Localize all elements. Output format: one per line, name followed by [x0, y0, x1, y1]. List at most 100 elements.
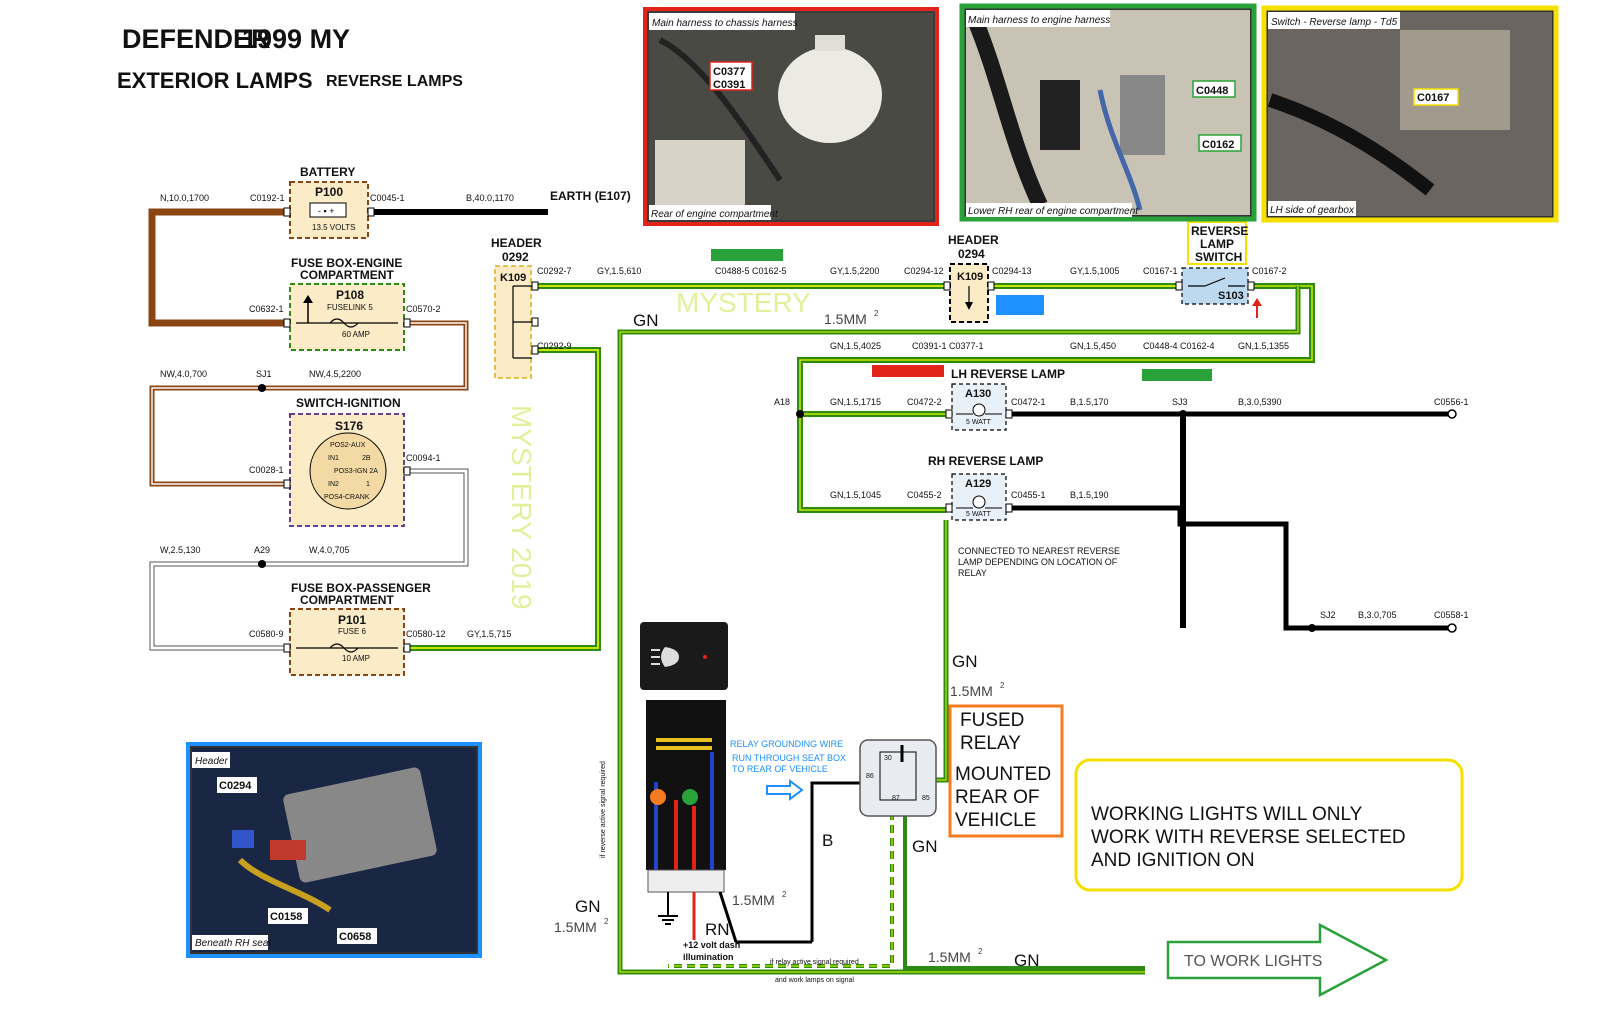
fuse-pass-rating: 10 AMP: [342, 654, 370, 663]
lbl-c0570: C0570-2: [406, 304, 441, 314]
relay-ground-note: RELAY GROUNDING WIRE RUN THROUGH SEAT BO…: [730, 739, 846, 801]
yellow-caption-bottom: LH side of gearbox: [1270, 205, 1355, 216]
relay-pin-86: 86: [866, 773, 874, 780]
gn-label-relay-out: GN: [912, 837, 938, 856]
lbl-c0448: C0448-4 C0162-4: [1143, 341, 1215, 351]
battery-id: P100: [315, 185, 343, 199]
lh-lamp-rating: 5 WATT: [966, 419, 992, 426]
header-0292: HEADER 0292 K109: [491, 236, 542, 379]
gauge-annotations: GN 1.5MM 2 GN 1.5MM 2 GN B 1.5MM 2 GN 1.…: [554, 309, 1040, 970]
tag-c0294: C0294: [219, 780, 252, 792]
lh-lamp-id: A130: [965, 388, 991, 400]
relay-ground-1: RELAY GROUNDING WIRE: [730, 739, 843, 749]
splice-sj3: [1179, 410, 1187, 418]
lbl-c0558: C0558-1: [1434, 610, 1469, 620]
if-relay-note-1: if relay active signal required: [770, 959, 859, 966]
fuse-pass-label1: FUSE BOX-PASSENGER: [291, 581, 431, 595]
ground-wires: [736, 411, 1452, 944]
lh-reverse-lamp: LH REVERSE LAMP A130 5 WATT: [945, 367, 1065, 431]
rev-switch-line1: REVERSE: [1191, 224, 1248, 238]
red-caption-bottom: Rear of engine compartment: [651, 209, 779, 220]
working-note-2: WORK WITH REVERSE SELECTED: [1091, 827, 1406, 848]
coolant-tank-illustration: [778, 47, 882, 143]
fused-relay-3: MOUNTED: [955, 764, 1051, 785]
fuse-pass-type: FUSE 6: [338, 627, 367, 636]
mm-label-b: 1.5MM: [732, 892, 775, 908]
to-work-lights-arrow: TO WORK LIGHTS: [1166, 922, 1389, 998]
blue-caption-bottom: Beneath RH seat: [195, 938, 272, 949]
ign-2b: 2B: [362, 455, 371, 462]
headlight-icon: [651, 647, 679, 667]
fuse-engine-rating: 60 AMP: [342, 330, 370, 339]
rh-lamp-id: A129: [965, 478, 991, 490]
splice-a18: [796, 410, 804, 418]
mm-label-left: 1.5MM: [554, 919, 597, 935]
header-mid-num: 0294: [958, 247, 985, 261]
battery: BATTERY P100 - ▪ + 13.5 VOLTS: [283, 165, 375, 239]
fuse-box-passenger: FUSE BOX-PASSENGER COMPARTMENT P101 FUSE…: [283, 581, 431, 676]
ignition-id: S176: [335, 419, 363, 433]
lbl-c0455-1: C0455-1: [1011, 490, 1046, 500]
splice-dots: [258, 384, 1457, 633]
lbl-b-705: B,3.0,705: [1358, 610, 1397, 620]
fuse-box-engine: FUSE BOX-ENGINE COMPARTMENT P108 FUSELIN…: [283, 256, 411, 351]
mm-sup-relay: 2: [1000, 681, 1005, 690]
relay-ground-3: TO REAR OF VEHICLE: [732, 764, 828, 774]
rev-switch-id: S103: [1218, 290, 1244, 302]
lbl-sj1: SJ1: [256, 369, 272, 379]
rh-lamp-rating: 5 WATT: [966, 511, 992, 518]
lbl-b-190: B,1.5,190: [1070, 490, 1109, 500]
white-wire-w: [149, 468, 469, 651]
ign-1: 1: [366, 481, 370, 488]
green-marker: [711, 249, 783, 261]
header-mid-id: K109: [957, 271, 983, 283]
blue-arrow-icon: [766, 779, 804, 801]
fuse-engine-label2: COMPARTMENT: [300, 268, 394, 282]
if-relay-note-2: and work lamps on signal: [775, 977, 854, 984]
relay-ground-2: RUN THROUGH SEAT BOX: [732, 753, 846, 763]
relay-pin-87: 87: [892, 795, 900, 802]
tag-c0377: C0377: [713, 66, 745, 78]
connected-note: CONNECTED TO NEAREST REVERSE LAMP DEPEND…: [958, 546, 1120, 578]
tag-c0448: C0448: [1196, 85, 1228, 97]
fused-relay-5: VEHICLE: [955, 810, 1036, 831]
header-left-label: HEADER: [491, 236, 542, 250]
photo-yellow: Switch - Reverse lamp - Td5 C0167 LH sid…: [1261, 5, 1559, 223]
battery-rating: 13.5 VOLTS: [312, 223, 355, 232]
splice-sj1: [258, 384, 266, 392]
title-year: 1999 MY: [242, 24, 350, 54]
lbl-n-10: N,10.0,1700: [160, 193, 209, 203]
gn-label-bottom: GN: [1014, 951, 1040, 970]
mm-sup-left: 2: [604, 917, 609, 926]
connected-note-1: CONNECTED TO NEAREST REVERSE: [958, 546, 1120, 556]
blue-caption-top: Header: [195, 756, 228, 767]
photo-blue: Header C0294 C0158 C0658 Beneath RH seat: [186, 742, 482, 958]
watermark-horizontal: MYSTERY: [676, 287, 811, 318]
relay-pin-30: 30: [884, 755, 892, 762]
photo-red: Main harness to chassis harness C0377 C0…: [643, 7, 939, 226]
green-led-icon: [682, 789, 698, 805]
lbl-c0580-9: C0580-9: [249, 629, 284, 639]
lbl-gn-1715: GN,1.5,1715: [830, 397, 881, 407]
lbl-gn-1355: GN,1.5,1355: [1238, 341, 1289, 351]
brown-wire-n: [148, 208, 288, 327]
lbl-c0556: C0556-1: [1434, 397, 1469, 407]
fused-relay-2: RELAY: [960, 733, 1021, 754]
lbl-w-4-0: W,4.0,705: [309, 545, 350, 555]
yellow-caption-top: Switch - Reverse lamp - Td5: [1271, 17, 1398, 28]
tag-c0167: C0167: [1417, 92, 1449, 104]
splice-a29: [258, 560, 266, 568]
lbl-sj3: SJ3: [1172, 397, 1188, 407]
rn-label: RN: [705, 920, 730, 939]
green-marker-2: [1142, 369, 1212, 381]
mm-label-top: 1.5MM: [824, 311, 867, 327]
lbl-earth: EARTH (E107): [550, 189, 631, 203]
dash-illum-2: illumination: [683, 952, 734, 962]
working-note-1: WORKING LIGHTS WILL ONLY: [1091, 804, 1363, 825]
title-subsection: REVERSE LAMPS: [326, 73, 463, 90]
green-caption-bottom: Lower RH rear of engine compartment: [968, 206, 1139, 217]
lbl-c0094: C0094-1: [406, 453, 441, 463]
if-reverse-note: if reverse active signal required: [600, 761, 607, 858]
lbl-a29: A29: [254, 545, 270, 555]
